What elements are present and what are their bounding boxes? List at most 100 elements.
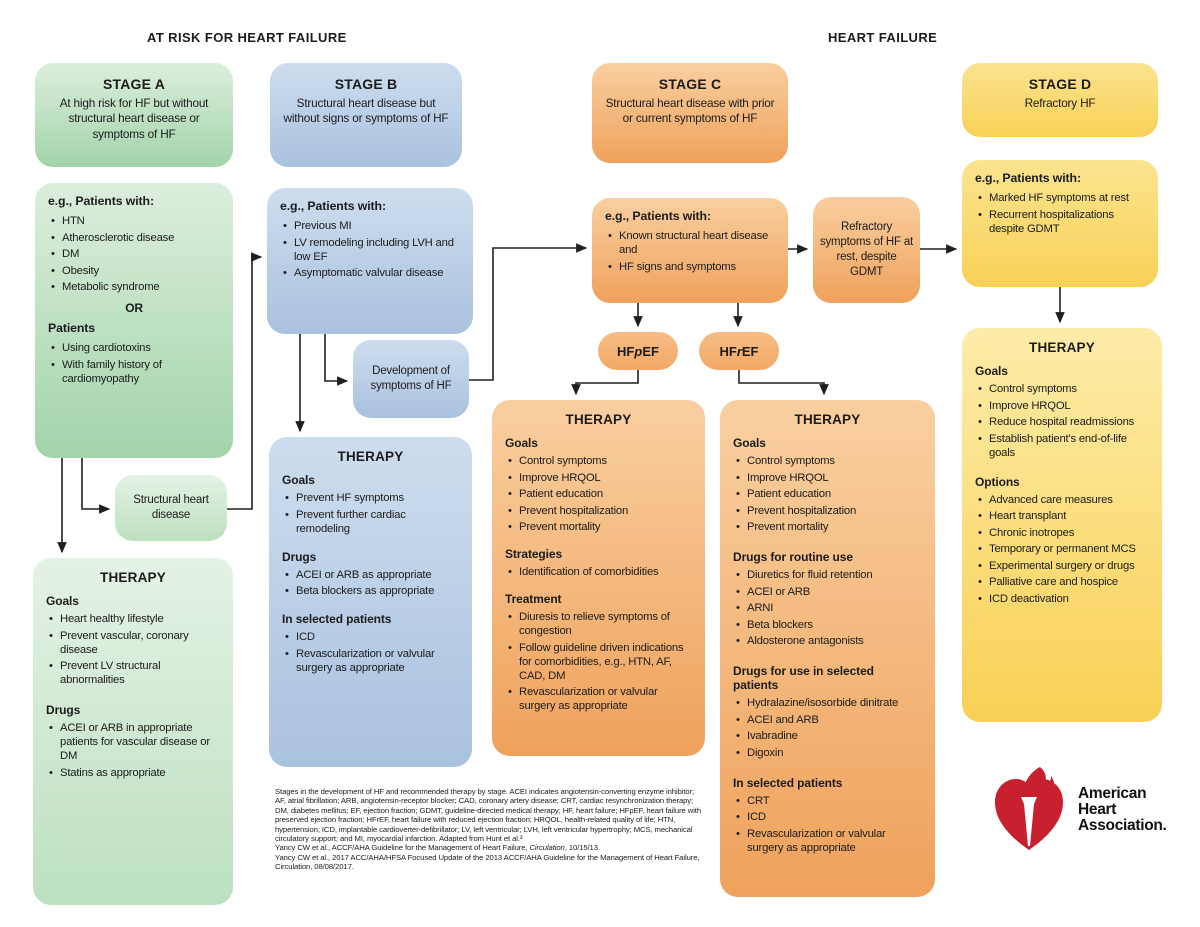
hfref-label-part: EF xyxy=(741,343,759,359)
bullet-item: Ivabradine xyxy=(733,729,922,743)
footnote-abbreviations: Stages in the development of HF and reco… xyxy=(275,787,702,843)
bullet-item: Control symptoms xyxy=(975,382,1149,396)
development-of-symptoms-box: Development of symptoms of HF xyxy=(353,340,469,418)
aha-logo-text: American Heart Association. xyxy=(1078,786,1167,834)
bullet-item: Prevent HF symptoms xyxy=(282,491,459,505)
bullet-item: Palliative care and hospice xyxy=(975,575,1149,589)
bullet-item: Prevent mortality xyxy=(733,520,922,534)
patients-heading: e.g., Patients with: xyxy=(48,194,154,208)
stage-b-patients-box: e.g., Patients with: Previous MI LV remo… xyxy=(267,188,473,334)
hfref-label-part: r xyxy=(736,343,742,359)
bullet-item: Chronic inotropes xyxy=(975,526,1149,540)
bullet-item: Advanced care measures xyxy=(975,493,1149,507)
stage-a-description: At high risk for HF but without structur… xyxy=(59,96,209,141)
therapy-title: THERAPY xyxy=(100,570,166,585)
aha-logo-line: Heart xyxy=(1078,801,1117,819)
bullet-item: Heart transplant xyxy=(975,509,1149,523)
bullet-item: HF signs and symptoms xyxy=(605,260,775,274)
refractory-symptoms-box: Refractory symptoms of HF at rest, despi… xyxy=(813,197,920,303)
bullet-item: Prevent LV structural abnormalities xyxy=(46,659,220,687)
patients-subheading: Patients xyxy=(48,321,96,335)
bullet-item: Prevent hospitalization xyxy=(505,504,692,518)
bullet-item: Using cardiotoxins xyxy=(48,341,220,355)
section-heading: Drugs for use in selected patients xyxy=(733,664,874,692)
bullet-item: Patient education xyxy=(733,487,922,501)
bullet-item: Prevent vascular, coronary disease xyxy=(46,629,220,657)
bullet-item: ACEI or ARB xyxy=(733,585,922,599)
bullet-item: CRT xyxy=(733,794,922,808)
bullet-item: Improve HRQOL xyxy=(975,399,1149,413)
stage-b-title: STAGE B xyxy=(334,76,398,92)
aha-logo: American Heart Association. xyxy=(988,766,1167,854)
bullet-item: With family history of cardiomyopathy xyxy=(48,358,220,386)
hfpef-therapy-box: THERAPY Goals Control symptoms Improve H… xyxy=(492,400,705,756)
section-heading: Drugs xyxy=(282,549,317,564)
bullet-item: Heart healthy lifestyle xyxy=(46,612,220,626)
hfref-label: HFrEF xyxy=(719,344,758,359)
bullet-item: Recurrent hospitalizations despite GDMT xyxy=(975,208,1145,236)
refractory-symptoms-label: Refractory symptoms of HF at rest, despi… xyxy=(819,221,914,278)
bullet-item: Previous MI xyxy=(280,219,460,233)
patients-heading: e.g., Patients with: xyxy=(605,209,711,223)
footnote-reference-2: Yancy CW et al., 2017 ACC/AHA/HFSA Focus… xyxy=(275,852,700,872)
therapy-title: THERAPY xyxy=(337,449,404,464)
bullet-item: Follow guideline driven indications for … xyxy=(505,641,692,683)
therapy-title: THERAPY xyxy=(1029,340,1095,355)
bullet-item: ARNI xyxy=(733,601,922,615)
bullet-item: Revascularization or valvular surgery as… xyxy=(733,827,922,855)
bullet-item: Atherosclerotic disease xyxy=(48,231,220,245)
section-heading: Goals xyxy=(505,436,538,450)
bullet-item: Experimental surgery or drugs xyxy=(975,559,1149,573)
stage-d-description: Refractory HF xyxy=(1024,96,1096,110)
arrow-development-to-c-patients xyxy=(469,243,588,381)
arrow-hfpef-to-therapy xyxy=(571,370,639,396)
hfref-therapy-box: THERAPY Goals Control symptoms Improve H… xyxy=(720,400,935,897)
stage-c-description: Structural heart disease with prior or c… xyxy=(605,96,775,126)
bullet-item: Reduce hospital readmissions xyxy=(975,415,1149,429)
or-label: OR xyxy=(125,301,143,315)
bullet-item: Metabolic syndrome xyxy=(48,280,220,294)
arrow-a-patients-to-structural xyxy=(81,458,111,514)
section-heading: Goals xyxy=(282,473,315,487)
therapy-title: THERAPY xyxy=(794,412,861,427)
bullet-item: Hydralazine/isosorbide dinitrate xyxy=(733,696,922,710)
bullet-item: ACEI and ARB xyxy=(733,713,922,727)
bullet-item: Identification of comorbidities xyxy=(505,565,692,579)
bullet-item: Marked HF symptoms at rest xyxy=(975,191,1145,205)
bullet-item: Known structural heart disease and xyxy=(605,229,775,257)
bullet-item: Control symptoms xyxy=(733,454,922,468)
bullet-item: Prevent hospitalization xyxy=(733,504,922,518)
bullet-item: ICD deactivation xyxy=(975,592,1149,606)
hfref-label-part: HF xyxy=(719,343,737,359)
bullet-item: Asymptomatic valvular disease xyxy=(280,266,460,280)
section-heading: Options xyxy=(975,474,1020,489)
stage-a-therapy-box: THERAPY Goals Heart healthy lifestyle Pr… xyxy=(33,558,233,905)
bullet-item: Revascularization or valvular surgery as… xyxy=(282,647,459,675)
bullet-item: Prevent mortality xyxy=(505,520,692,534)
stage-d-header-box: STAGE D Refractory HF xyxy=(962,63,1158,137)
bullet-item: ICD xyxy=(282,630,459,644)
section-heading: In selected patients xyxy=(282,612,392,626)
bullet-item: ACEI or ARB in appropriate patients for … xyxy=(46,721,220,763)
bullet-item: Prevent further cardiac remodeling xyxy=(282,508,459,536)
hfref-box: HFrEF xyxy=(699,332,779,370)
section-heading: Goals xyxy=(733,436,766,450)
hfpef-box: HFpEF xyxy=(598,332,678,370)
bullet-item: Patient education xyxy=(505,487,692,501)
stage-b-description: Structural heart disease but without sig… xyxy=(283,96,449,126)
arrow-hfref-to-therapy xyxy=(738,370,829,396)
therapy-title: THERAPY xyxy=(565,412,632,427)
reference-journal: Circulation xyxy=(529,843,565,853)
bullet-item: Establish patient's end-of-life goals xyxy=(975,432,1149,460)
section-heading: Treatment xyxy=(505,592,562,606)
stage-d-therapy-box: THERAPY Goals Control symptoms Improve H… xyxy=(962,328,1162,722)
bullet-item: DM xyxy=(48,247,220,261)
bullet-item: LV remodeling including LVH and low EF xyxy=(280,236,460,264)
hfpef-label-part: EF xyxy=(642,343,659,359)
aha-logo-line: American xyxy=(1078,785,1147,803)
bullet-item: Statins as appropriate xyxy=(46,766,220,780)
stage-c-title: STAGE C xyxy=(658,76,722,92)
section-heading: Strategies xyxy=(505,547,563,561)
section-heading: Goals xyxy=(46,594,79,608)
